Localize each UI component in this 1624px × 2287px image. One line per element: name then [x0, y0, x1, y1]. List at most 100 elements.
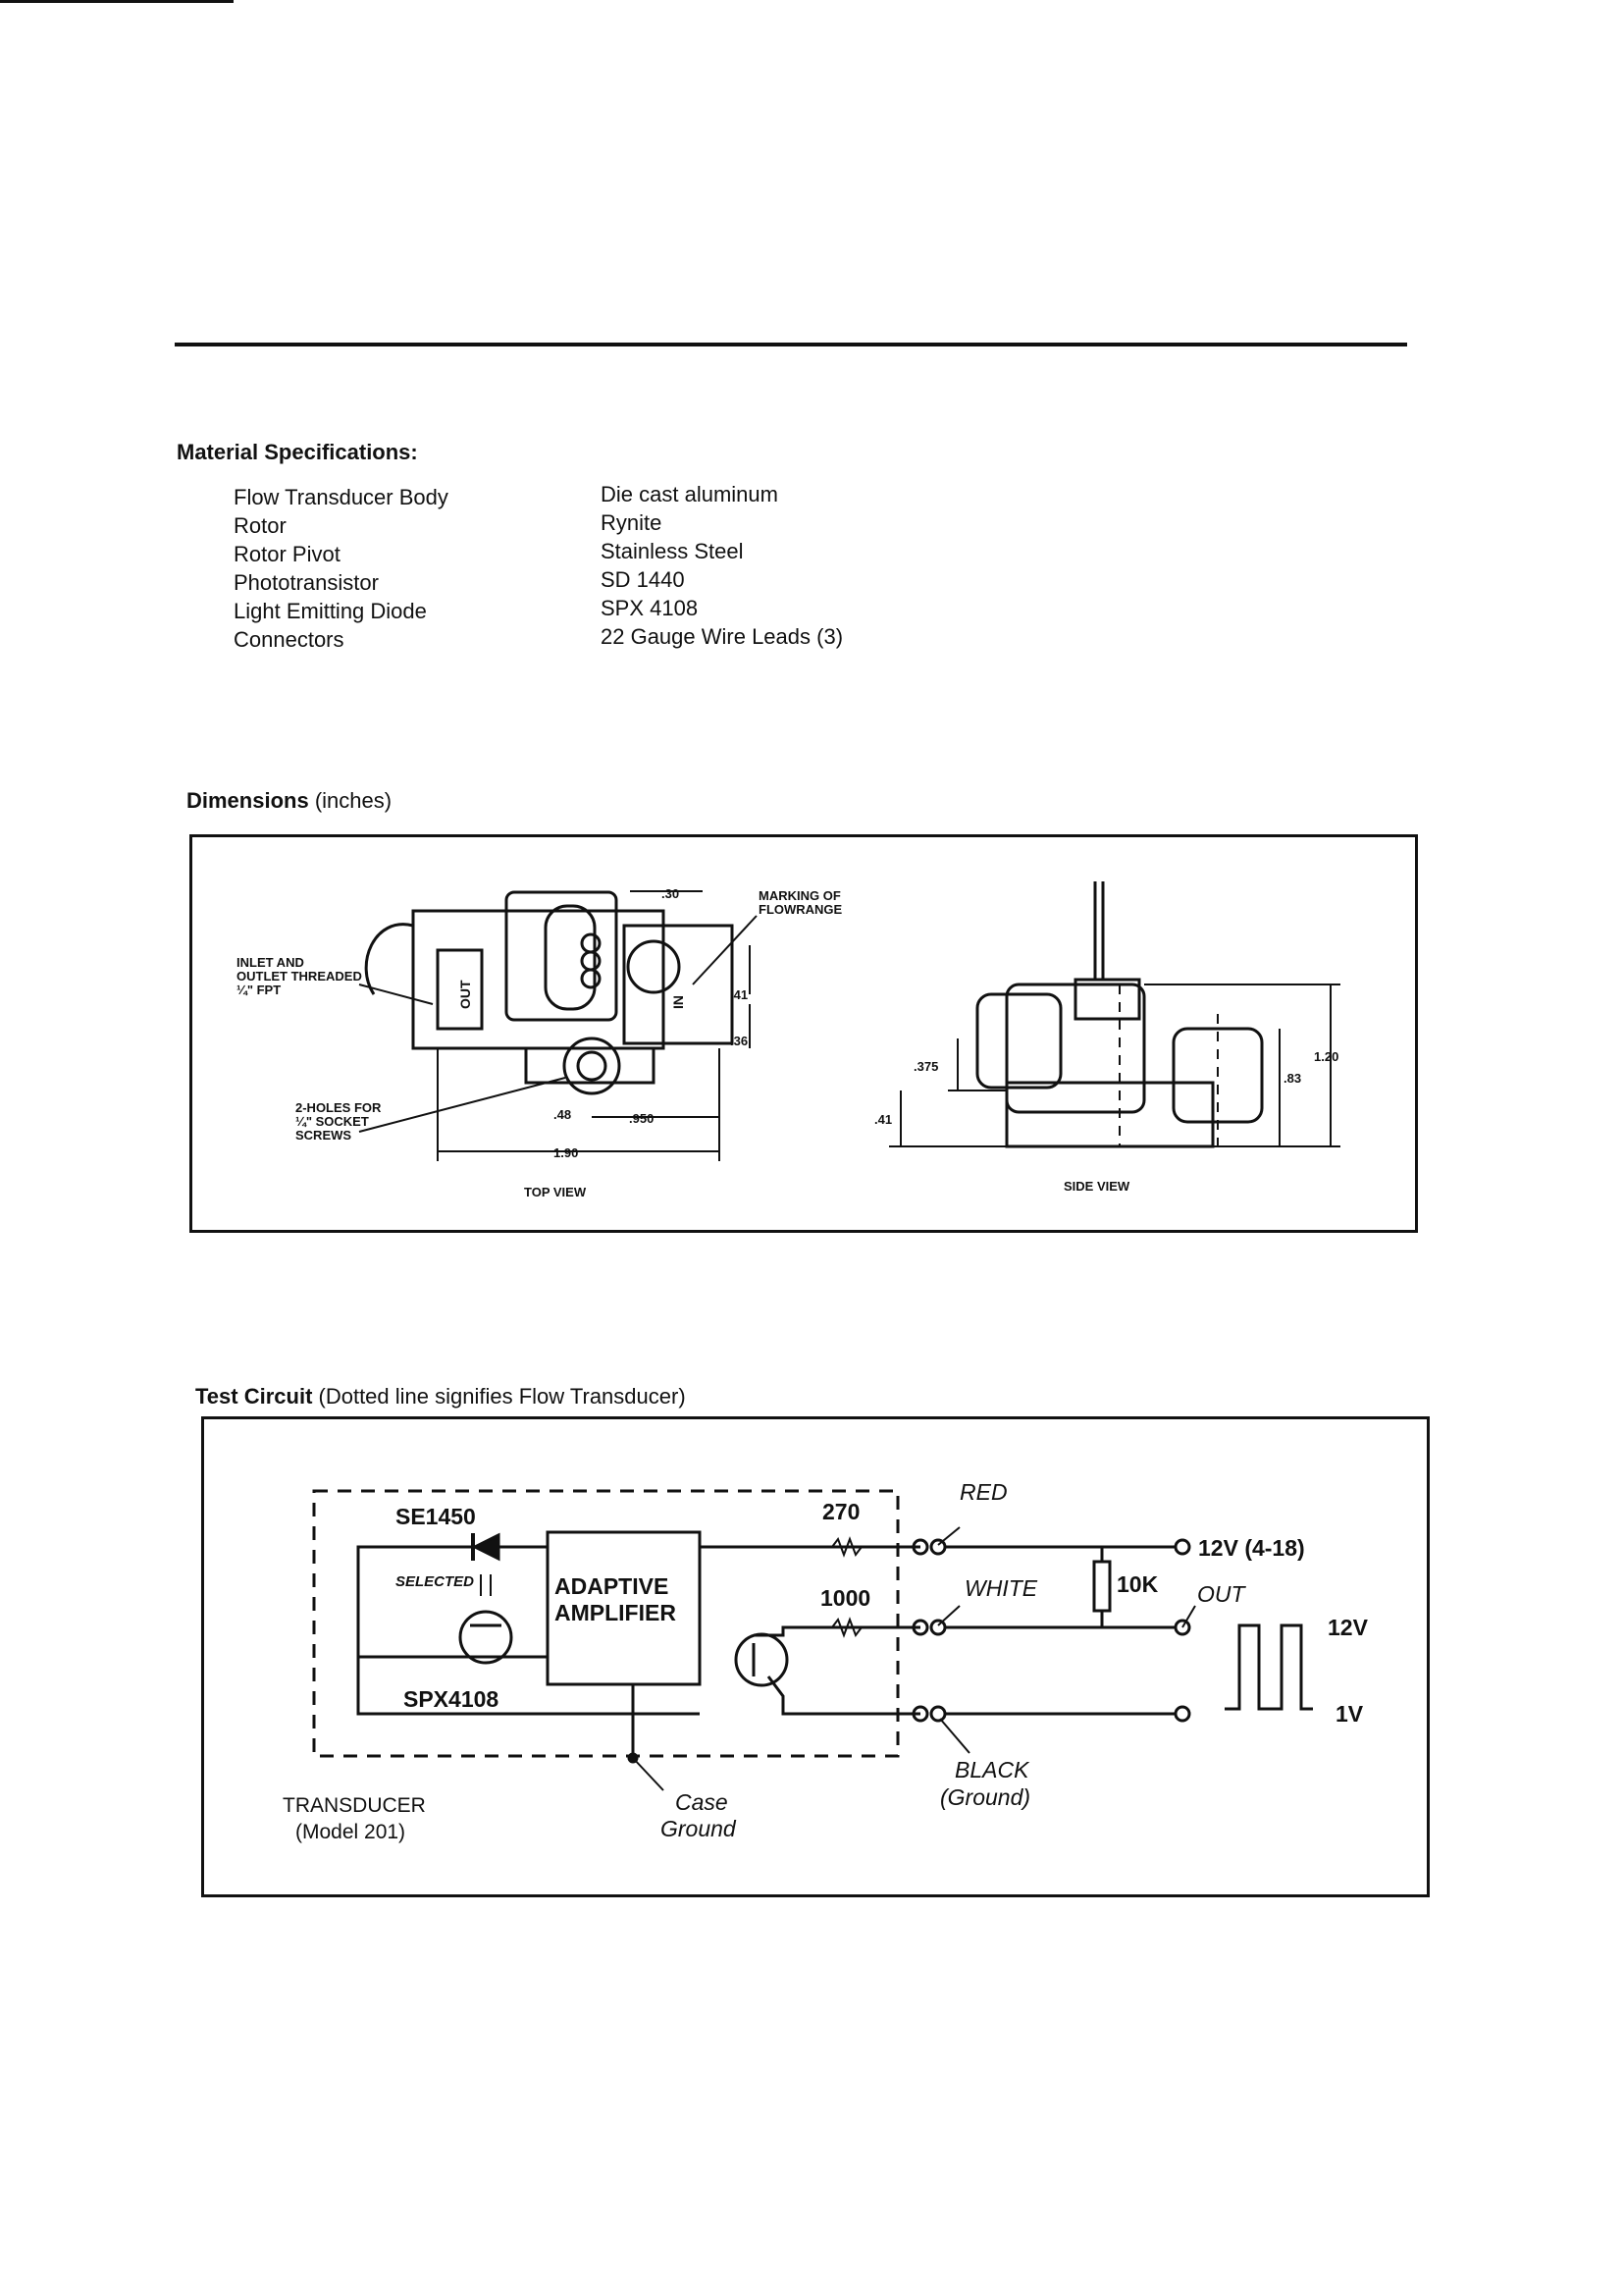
dimensions-title: Dimensions (inches) [186, 788, 392, 814]
test-circuit-box: SE1450 SELECTED SPX4108 ADAPTIVE AMPLIFI… [201, 1416, 1430, 1897]
terminal-red-a [912, 1538, 929, 1556]
side-view [889, 881, 1340, 1148]
label-transducer: TRANSDUCER [283, 1794, 426, 1817]
side-view-caption: SIDE VIEW [1064, 1179, 1130, 1194]
terminal-white-a [912, 1619, 929, 1636]
callout-holes-line3: SCREWS [295, 1128, 351, 1143]
label-case-ground: Ground [660, 1816, 737, 1841]
label-case: Case [675, 1789, 728, 1815]
callout-inlet-line2: OUTLET THREADED [236, 969, 362, 984]
label-amp-line2: AMPLIFIER [554, 1600, 676, 1625]
terminal-black-b [929, 1705, 947, 1723]
test-circuit-title: Test Circuit (Dotted line signifies Flow… [195, 1384, 686, 1409]
resistor-270 [831, 1536, 863, 1558]
terminal-out [1174, 1619, 1191, 1636]
dim-text-48: .48 [553, 1107, 571, 1122]
top-view-bump [364, 923, 414, 995]
spec-label: Flow Transducer Body [234, 485, 448, 509]
leader-marking [692, 915, 758, 985]
terminal-supply [1174, 1538, 1191, 1556]
leader-white [937, 1605, 961, 1626]
top-view-led-1 [580, 932, 602, 954]
label-red-wire: RED [960, 1479, 1008, 1505]
wire-led-loop [356, 1545, 700, 1716]
material-specs-title: Material Specifications: [177, 440, 418, 464]
spec-label: Rotor Pivot [234, 542, 341, 566]
spec-value: Rynite [601, 510, 662, 535]
callout-inlet-line3: ¼" FPT [236, 983, 281, 997]
spec-label: Light Emitting Diode [234, 599, 427, 623]
dim-text-190: 1.90 [553, 1145, 578, 1160]
label-transducer-model: (Model 201) [295, 1821, 405, 1843]
leader-holes [358, 1077, 566, 1133]
adaptive-amplifier-box [546, 1530, 702, 1686]
top-view-lower-flange [524, 1048, 655, 1085]
dim-text-side-41: .41 [874, 1112, 892, 1127]
top-view-body [411, 909, 665, 1050]
label-out: OUT [1197, 1581, 1247, 1607]
spec-value: 22 Gauge Wire Leads (3) [601, 624, 844, 649]
spec-label: Phototransistor [234, 570, 379, 595]
leader-red [937, 1526, 961, 1546]
top-view-inlet-hole [626, 939, 681, 994]
side-view-body [1005, 983, 1146, 1114]
top-view-led-3 [580, 968, 602, 989]
top-view [358, 890, 758, 1161]
side-view-port-left [975, 992, 1063, 1090]
top-view-inner-plate [504, 890, 618, 1022]
dimensions-title-unit: (inches) [308, 788, 393, 813]
label-r1000: 1000 [820, 1585, 870, 1611]
label-r10k: 10K [1117, 1571, 1159, 1597]
terminal-white-b [929, 1619, 947, 1636]
label-se1450: SE1450 [395, 1504, 476, 1529]
dim-text-36: .36 [730, 1034, 748, 1048]
label-amp-line1: ADAPTIVE [554, 1573, 668, 1599]
leader-out [1181, 1605, 1196, 1628]
output-transistor-symbol [734, 1632, 789, 1687]
terminal-ground [1174, 1705, 1191, 1723]
wire-emitter [766, 1675, 920, 1716]
terminal-black-a [912, 1705, 929, 1723]
side-view-base [1005, 1081, 1215, 1148]
label-white-wire: WHITE [965, 1575, 1038, 1601]
callout-holes-line1: 2-HOLES FOR [295, 1100, 382, 1115]
spec-label: Rotor [234, 513, 287, 538]
wire-white [754, 1625, 920, 1637]
dim-text-120: 1.20 [1314, 1049, 1338, 1064]
output-square-wave [1225, 1623, 1313, 1711]
top-view-window [544, 904, 597, 1011]
transducer-boundary [312, 1489, 900, 1758]
label-spx4108: SPX4108 [403, 1686, 498, 1712]
top-view-led-2 [580, 950, 602, 972]
resistor-10k [1092, 1560, 1112, 1613]
label-selected: SELECTED [395, 1573, 474, 1590]
label-supply: 12V (4-18) [1198, 1535, 1305, 1561]
top-view-screw-hole [562, 1037, 621, 1095]
top-view-inlet-port [622, 924, 734, 1045]
leader-black [939, 1718, 970, 1754]
label-top-in: IN [670, 995, 686, 1009]
spec-value: SD 1440 [601, 567, 685, 592]
resistor-1000 [831, 1617, 863, 1638]
dimensions-title-bold: Dimensions [186, 788, 309, 813]
spec-value: SPX 4108 [601, 596, 699, 620]
led-diode-symbol [471, 1532, 500, 1562]
label-black-ground: (Ground) [940, 1784, 1030, 1810]
header-rule [175, 343, 1407, 346]
callout-inlet-line1: INLET AND [236, 955, 304, 970]
test-circuit-title-note: (Dotted line signifies Flow Transducer) [312, 1384, 686, 1409]
top-view-outlet-port [436, 948, 484, 1031]
label-wave-low: 1V [1336, 1701, 1364, 1727]
dimensions-drawing: OUT IN INLET AND OUTLET THREADED ¼" FPT … [236, 881, 1340, 1199]
spec-value: Stainless Steel [601, 539, 744, 563]
phototransistor-symbol [458, 1610, 513, 1665]
label-wave-high: 12V [1328, 1615, 1369, 1640]
dim-text-83: .83 [1283, 1071, 1301, 1086]
spec-label: Connectors [234, 627, 344, 652]
dim-text-950: .950 [629, 1111, 654, 1126]
dim-text-41: .41 [730, 987, 748, 1002]
label-top-out: OUT [457, 980, 473, 1009]
label-r270: 270 [822, 1499, 860, 1524]
spec-value: Die cast aluminum [601, 482, 778, 506]
dim-text-30: .30 [661, 886, 679, 901]
